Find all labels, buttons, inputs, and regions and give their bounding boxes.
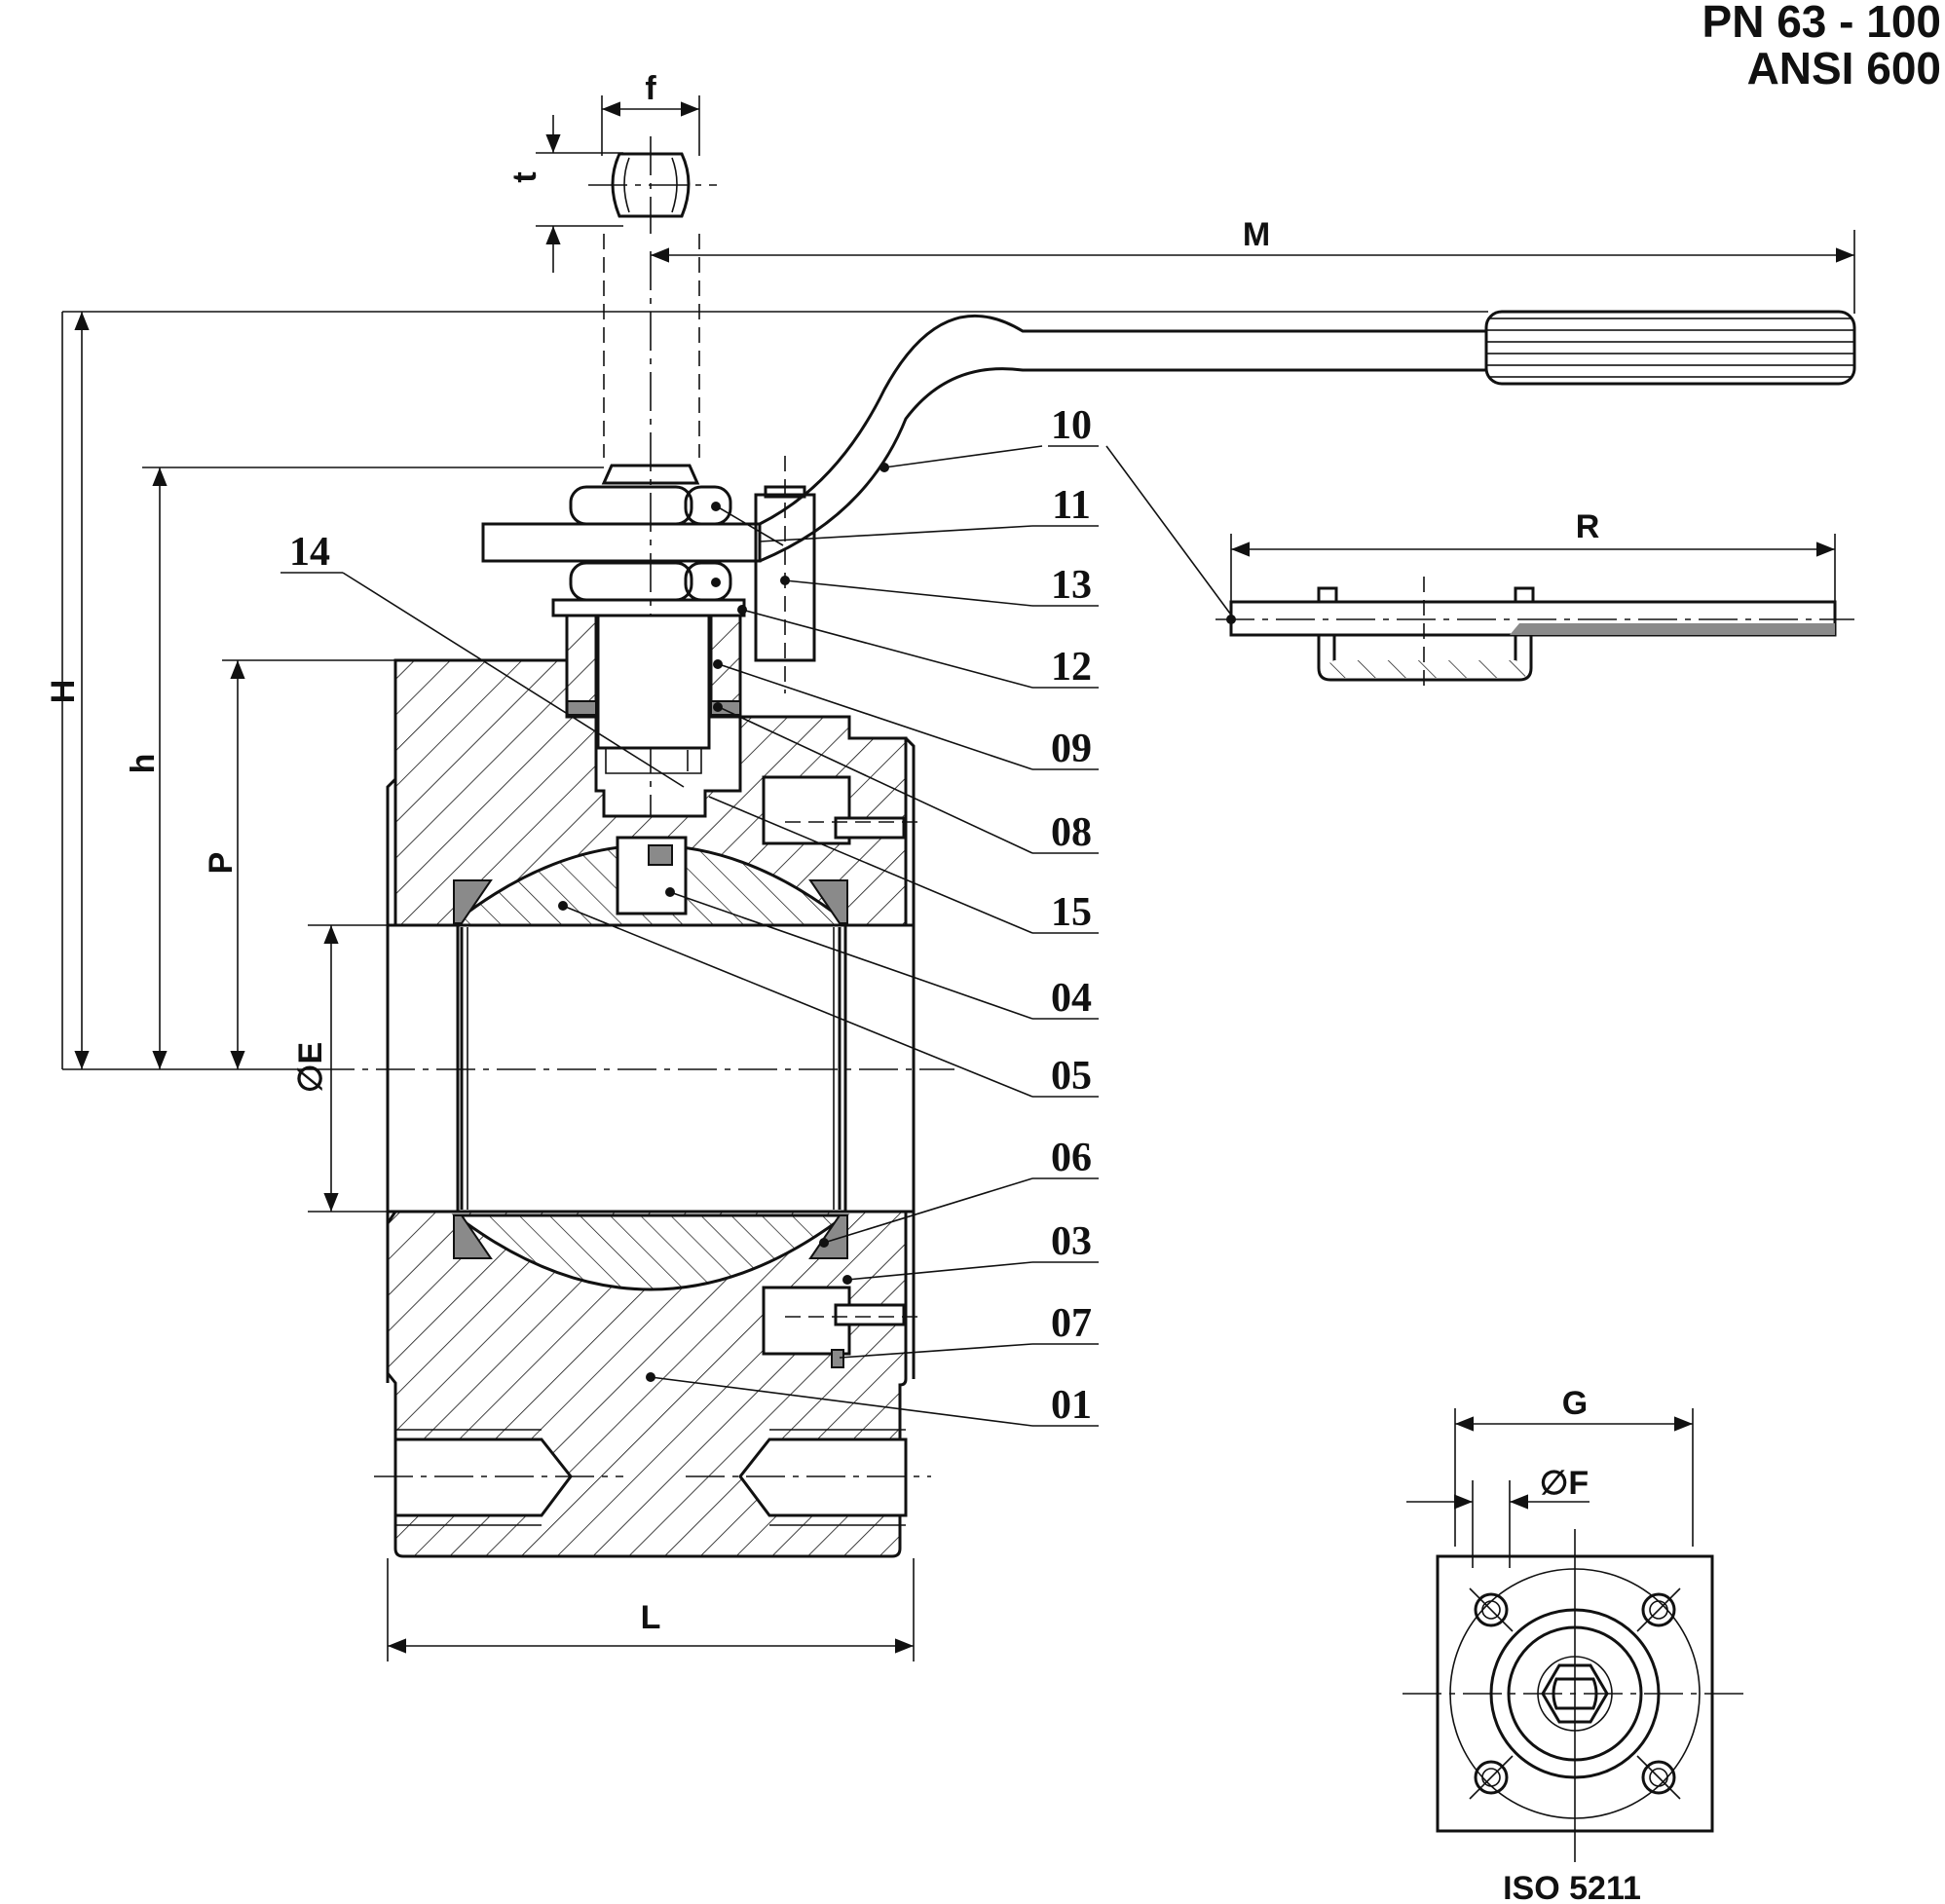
seat-ring-bottom-left bbox=[453, 1214, 493, 1259]
part-number-10: 10 bbox=[1051, 403, 1092, 448]
ansi-class-label: ANSI 600 bbox=[1747, 43, 1941, 93]
part-number-05: 05 bbox=[1051, 1054, 1092, 1099]
seat-retainer bbox=[762, 775, 921, 1368]
dimension-h-lower-label: h bbox=[125, 754, 162, 774]
part-number-14: 14 bbox=[289, 530, 330, 575]
dimension-m bbox=[651, 230, 1855, 314]
part-number-07: 07 bbox=[1051, 1301, 1092, 1346]
end-threads bbox=[374, 1429, 931, 1526]
part-number-04: 04 bbox=[1051, 976, 1092, 1021]
part-number-12: 12 bbox=[1051, 645, 1092, 690]
iso-flange-view bbox=[1403, 1408, 1745, 1862]
iso-standard-label: ISO 5211 bbox=[1503, 1870, 1641, 1904]
dimension-l-label: L bbox=[641, 1599, 661, 1636]
part-number-09: 09 bbox=[1051, 727, 1092, 771]
ball bbox=[451, 836, 850, 1291]
dimension-e-label: ∅E bbox=[292, 1042, 329, 1093]
part-number-11: 11 bbox=[1052, 483, 1091, 528]
stem-top-detail bbox=[536, 95, 717, 273]
dimension-g-label: G bbox=[1562, 1385, 1588, 1422]
part-number-08: 08 bbox=[1051, 810, 1092, 855]
dimension-t-label: t bbox=[506, 171, 543, 182]
pressure-class-label: PN 63 - 100 bbox=[1702, 0, 1941, 47]
part-number-01: 01 bbox=[1051, 1383, 1092, 1428]
part-number-13: 13 bbox=[1051, 563, 1092, 608]
dimension-f-bolt-label: ∅F bbox=[1540, 1465, 1589, 1502]
part-number-15: 15 bbox=[1051, 890, 1092, 935]
dimension-p-label: P bbox=[203, 852, 240, 875]
leader-lines bbox=[281, 445, 1234, 1427]
handle-top-view bbox=[1216, 534, 1854, 693]
part-number-06: 06 bbox=[1051, 1136, 1092, 1180]
part-number-03: 03 bbox=[1051, 1219, 1092, 1264]
bolt-holes bbox=[1469, 1587, 1681, 1800]
dimension-l bbox=[387, 1558, 915, 1661]
seat-ring-top-right bbox=[808, 879, 848, 924]
seat-ring-top-left bbox=[453, 879, 493, 924]
dimension-h-upper-label: H bbox=[45, 680, 82, 704]
stem-nut-assembly bbox=[551, 456, 816, 774]
dimension-m-label: M bbox=[1243, 216, 1270, 253]
lever-handle bbox=[62, 310, 1856, 563]
dimension-f-label: f bbox=[645, 70, 656, 107]
vertical-dimensions bbox=[61, 312, 604, 1213]
dimension-r-label: R bbox=[1576, 508, 1600, 545]
